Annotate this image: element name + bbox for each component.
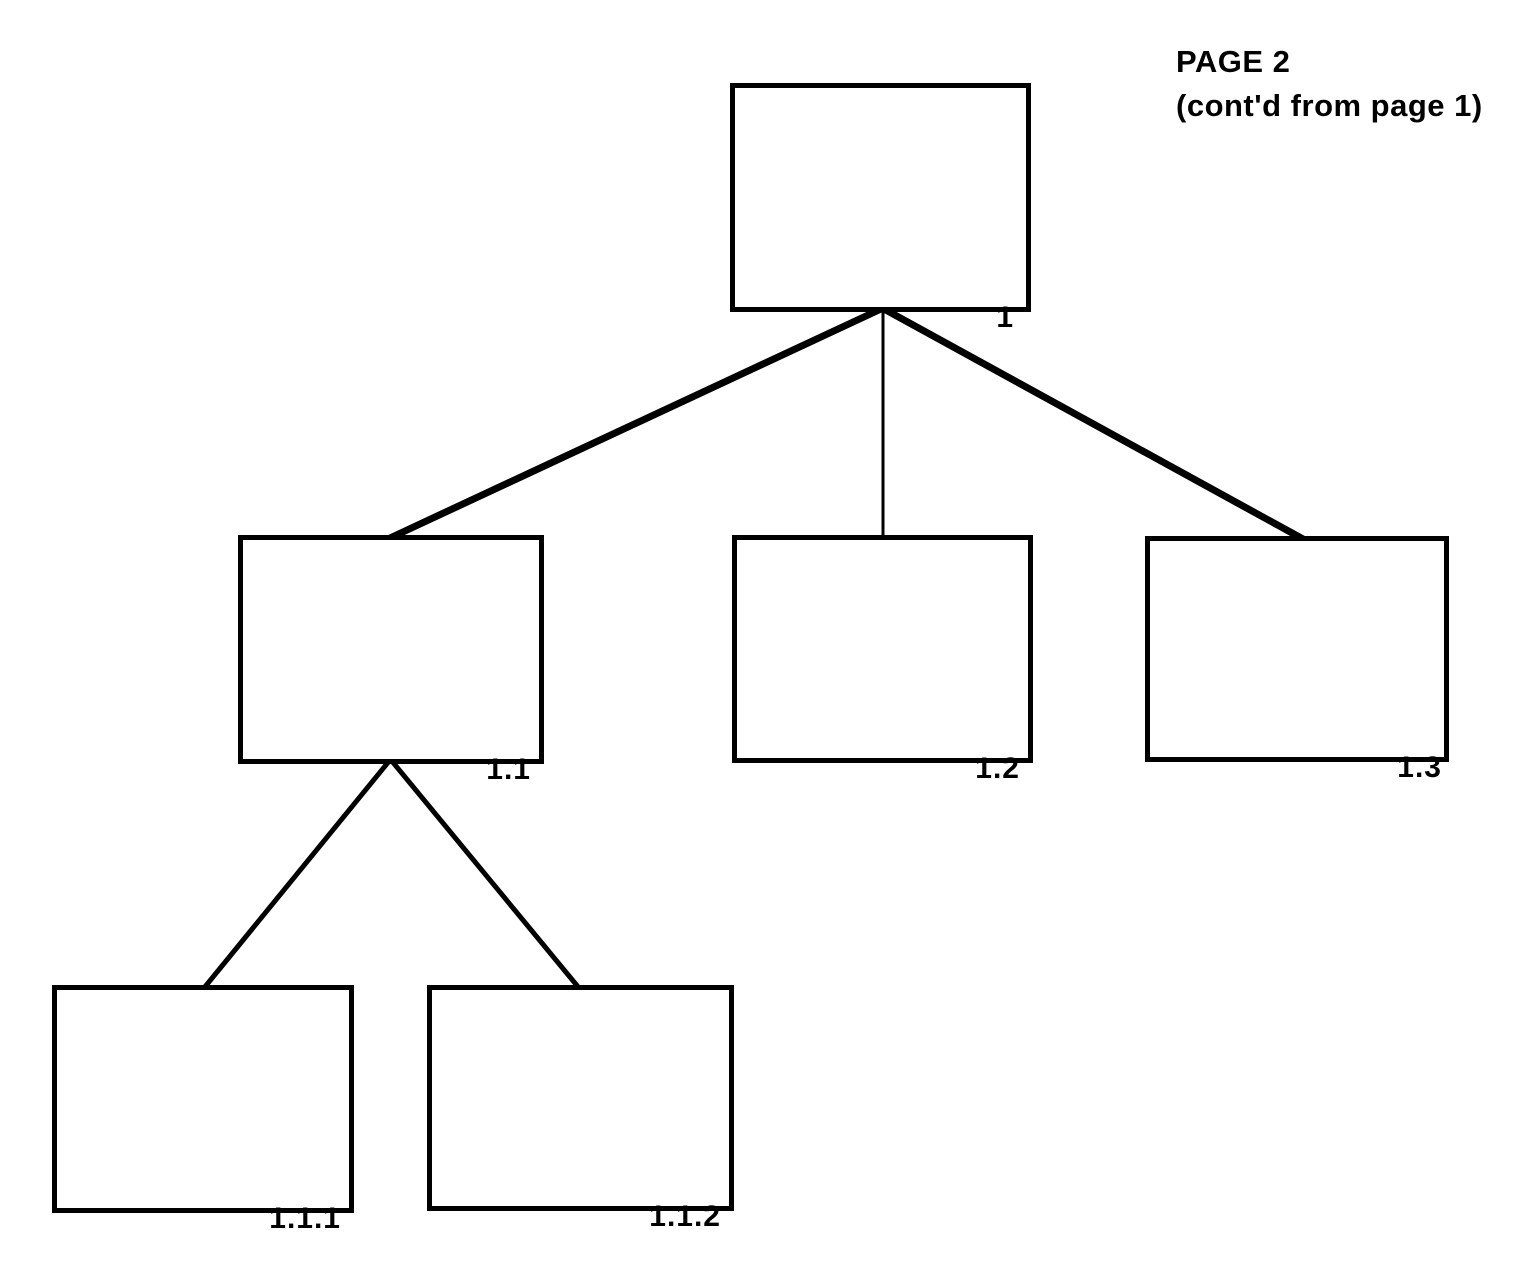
tree-node-1: 1	[730, 83, 1031, 333]
node-reference-numeral: 1.1	[486, 753, 531, 786]
node-reference-numeral: 1.1.2	[649, 1200, 721, 1233]
node-reference-numeral: 1.1.1	[269, 1202, 341, 1235]
tree-node-1.2: 1.2	[732, 535, 1033, 784]
connector-1.1-to-1.1.1	[202, 758, 392, 990]
tree-node-1.1.1: 1.1.1	[52, 985, 354, 1234]
connector-1-to-1.1	[388, 305, 883, 542]
page-header-line1: PAGE 2	[1176, 44, 1291, 79]
node-reference-numeral: 1.2	[975, 752, 1020, 785]
connector-1-to-1.3	[882, 305, 1305, 543]
connector-1.1-to-1.1.2	[389, 758, 581, 990]
tree-node-1.1.2: 1.1.2	[427, 985, 734, 1232]
page-header: PAGE 2 (cont'd from page 1)	[1176, 40, 1483, 128]
tree-node-1.1: 1.1	[238, 535, 544, 785]
node-reference-numeral: 1.3	[1397, 751, 1442, 784]
node-reference-numeral: 1	[996, 301, 1014, 334]
tree-node-1.3: 1.3	[1145, 536, 1449, 783]
page-header-line2: (cont'd from page 1)	[1176, 88, 1483, 123]
